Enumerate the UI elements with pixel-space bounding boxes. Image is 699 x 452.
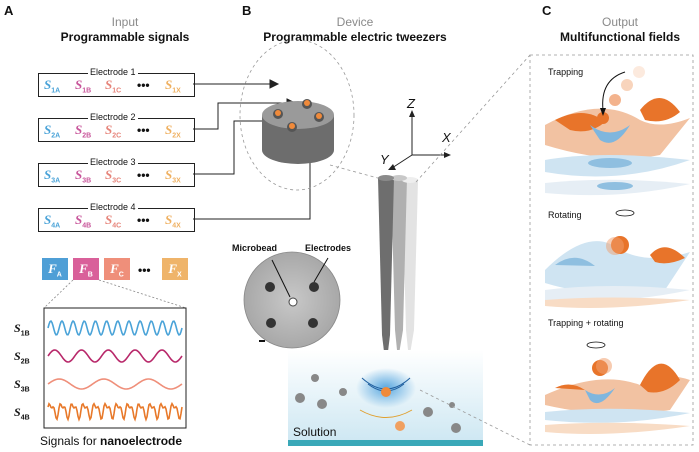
panel-a-letter: A bbox=[4, 3, 14, 18]
signal-3c: S3C bbox=[105, 167, 122, 185]
panel-b-heading: Device bbox=[336, 15, 374, 29]
panel-c-letter: C bbox=[542, 3, 552, 18]
panel-b-subheading: Programmable electric tweezers bbox=[263, 30, 447, 44]
electrode-label: Electrode 1 bbox=[88, 67, 138, 77]
axis-x-label: X bbox=[442, 130, 451, 145]
waveform-4b bbox=[47, 401, 183, 422]
signal-3a: S3A bbox=[44, 167, 61, 185]
signal-3x: S3X bbox=[165, 167, 181, 185]
signal-3b: S3B bbox=[75, 167, 92, 185]
panel-a-subheading: Programmable signals bbox=[60, 30, 190, 44]
wave-label-s4b: S4B bbox=[14, 405, 30, 422]
ellipsis: ••• bbox=[138, 263, 151, 277]
signal-2x: S2X bbox=[165, 122, 181, 140]
signal-1c: S1C bbox=[105, 77, 122, 95]
electrodes-label: Electrodes bbox=[305, 243, 352, 253]
trapping-rotating-label: Trapping + rotating bbox=[548, 318, 624, 328]
signal-2a: S2A bbox=[44, 122, 61, 140]
axis-y-label: Y bbox=[380, 152, 389, 167]
wave-label-s2b: S2B bbox=[14, 349, 30, 366]
signals-caption: Signals for nanoelectrode bbox=[40, 434, 183, 448]
microbead-label: Microbead bbox=[232, 243, 278, 253]
panel-a-heading: Input bbox=[111, 15, 139, 29]
electrode-label: Electrode 4 bbox=[88, 202, 138, 212]
panel-b-letter: B bbox=[242, 3, 252, 18]
signal-1x: S1X bbox=[165, 77, 181, 95]
ellipsis: ••• bbox=[137, 168, 150, 182]
ellipsis: ••• bbox=[137, 78, 150, 92]
wave-label-s1b: S1B bbox=[14, 321, 30, 338]
axis-z-label: Z bbox=[407, 96, 415, 111]
panel-c-subheading: Multifunctional fields bbox=[560, 30, 680, 44]
solution-label: Solution bbox=[293, 425, 337, 439]
function-box-x: FX bbox=[162, 258, 188, 280]
function-box-c: FC bbox=[104, 258, 130, 280]
waveform-1b bbox=[47, 319, 183, 337]
signal-1b: S1B bbox=[75, 77, 92, 95]
electrode-label: Electrode 2 bbox=[88, 112, 138, 122]
wave-label-s3b: S3B bbox=[14, 377, 30, 394]
electrode-label: Electrode 3 bbox=[88, 157, 138, 167]
function-box-b: FB bbox=[73, 258, 99, 280]
waveform-3b bbox=[47, 378, 183, 390]
waveform-2b bbox=[47, 349, 183, 363]
ellipsis: ••• bbox=[137, 123, 150, 137]
signal-2b: S2B bbox=[75, 122, 92, 140]
rotating-label: Rotating bbox=[548, 210, 582, 220]
ellipsis: ••• bbox=[137, 213, 150, 227]
panel-c-heading: Output bbox=[601, 15, 639, 29]
signal-4x: S4X bbox=[165, 212, 181, 230]
signal-4a: S4A bbox=[44, 212, 61, 230]
signal-4c: S4C bbox=[105, 212, 122, 230]
electrode-cylinder bbox=[262, 99, 334, 164]
function-box-a: FA bbox=[42, 258, 68, 280]
trapping-label: Trapping bbox=[548, 67, 584, 77]
signal-2c: S2C bbox=[105, 122, 122, 140]
signal-4b: S4B bbox=[75, 212, 92, 230]
signal-1a: S1A bbox=[44, 77, 61, 95]
